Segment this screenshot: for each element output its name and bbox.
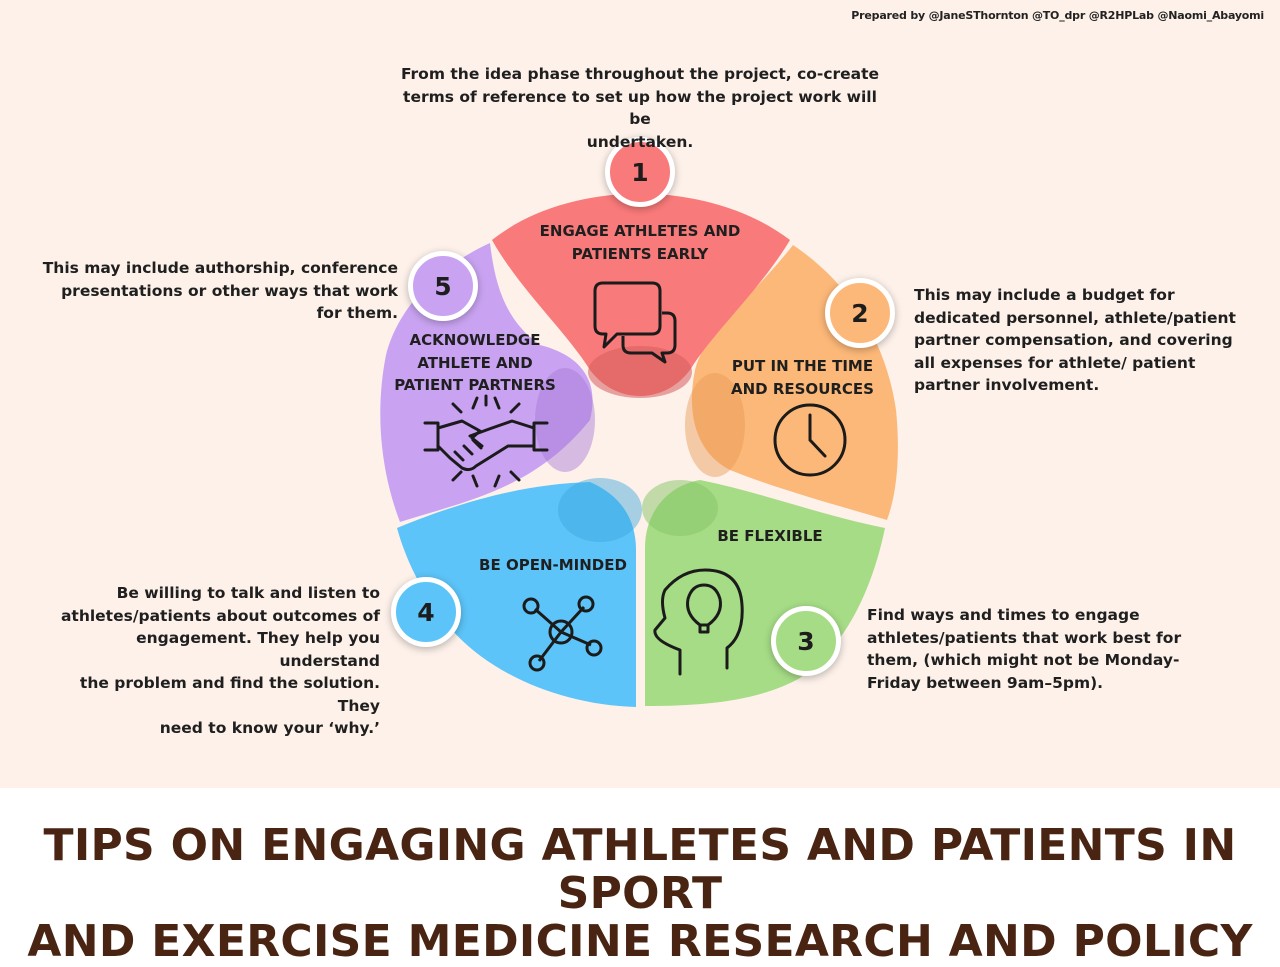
desc-line: athletes/patients that work best for [867, 628, 1182, 647]
title-line: PATIENTS EARLY [571, 244, 709, 263]
desc-line: From the idea phase throughout the proje… [400, 65, 880, 83]
segment-3-title: BE FLEXIBLE [690, 525, 850, 548]
step-1-badge: 1 [605, 137, 675, 207]
desc-line: need to know your ‘why.’ [159, 719, 380, 737]
title-line: PATIENT PARTNERS [394, 376, 556, 394]
desc-line: athletes/patients about outcomes of [60, 606, 380, 625]
desc-line: the problem and find the solution. They [79, 674, 380, 715]
step-4-badge: 4 [391, 577, 461, 647]
segment-2-title: PUT IN THE TIME AND RESOURCES [715, 355, 890, 400]
speech-bubbles-icon [593, 281, 677, 364]
desc-line: engagement. They help you understand [136, 629, 380, 670]
overlap-blend [642, 480, 718, 536]
title-line: BE FLEXIBLE [717, 527, 823, 545]
segment-4 [397, 482, 636, 707]
segment-1 [492, 193, 790, 396]
tip-1-description: From the idea phase throughout the proje… [390, 63, 890, 153]
desc-line: them, (which might not be Monday- [867, 651, 1180, 669]
desc-line: Find ways and times to engage [867, 606, 1140, 624]
title-line: ATHLETE AND [417, 353, 533, 372]
overlap-blend [535, 368, 595, 472]
tip-5-description: This may include authorship, conference … [40, 257, 398, 325]
overlap-blend [588, 346, 692, 398]
clock-icon [773, 403, 847, 477]
segment-5-title: ACKNOWLEDGE ATHLETE AND PATIENT PARTNERS [385, 329, 565, 397]
overlap-blend [685, 373, 745, 477]
main-title: TIPS ON ENGAGING ATHLETES AND PATIENTS I… [0, 822, 1280, 966]
desc-line: Be willing to talk and listen to [116, 584, 380, 602]
step-2-badge: 2 [825, 278, 895, 348]
head-lightbulb-icon [653, 568, 744, 676]
title-line: AND RESOURCES [731, 379, 874, 398]
desc-line: all expenses for athlete/ patient [914, 353, 1196, 372]
step-3-badge: 3 [771, 606, 841, 676]
network-hub-icon [522, 595, 603, 672]
desc-line: presentations or other ways that work [61, 281, 398, 300]
tip-3-description: Find ways and times to engage athletes/p… [867, 604, 1187, 694]
desc-line: undertaken. [586, 132, 694, 151]
handshake-icon [423, 394, 549, 488]
main-title-line: TIPS ON ENGAGING ATHLETES AND PATIENTS I… [43, 820, 1237, 919]
title-line: BE OPEN-MINDED [479, 556, 627, 574]
credit-line: Prepared by @JaneSThornton @TO_dpr @R2HP… [851, 9, 1264, 22]
title-line: PUT IN THE TIME [731, 357, 874, 375]
overlap-blend [558, 478, 642, 542]
desc-line: This may include authorship, conference [42, 259, 398, 277]
desc-line: This may include a budget for [914, 286, 1175, 304]
tip-4-description: Be willing to talk and listen to athlete… [40, 582, 380, 740]
title-line: ACKNOWLEDGE [409, 331, 541, 349]
step-5-badge: 5 [408, 251, 478, 321]
desc-line: terms of reference to set up how the pro… [403, 87, 877, 129]
tip-2-description: This may include a budget for dedicated … [914, 284, 1244, 397]
title-line: ENGAGE ATHLETES AND [539, 222, 741, 240]
segment-1-title: ENGAGE ATHLETES AND PATIENTS EARLY [530, 220, 750, 265]
desc-line: partner compensation, and covering [914, 331, 1233, 349]
desc-line: for them. [316, 304, 398, 322]
desc-line: partner involvement. [914, 376, 1100, 394]
main-title-line: AND EXERCISE MEDICINE RESEARCH AND POLIC… [27, 916, 1253, 967]
desc-line: dedicated personnel, athlete/patient [914, 308, 1236, 327]
segment-4-title: BE OPEN-MINDED [468, 554, 638, 577]
desc-line: Friday between 9am–5pm). [867, 673, 1104, 692]
